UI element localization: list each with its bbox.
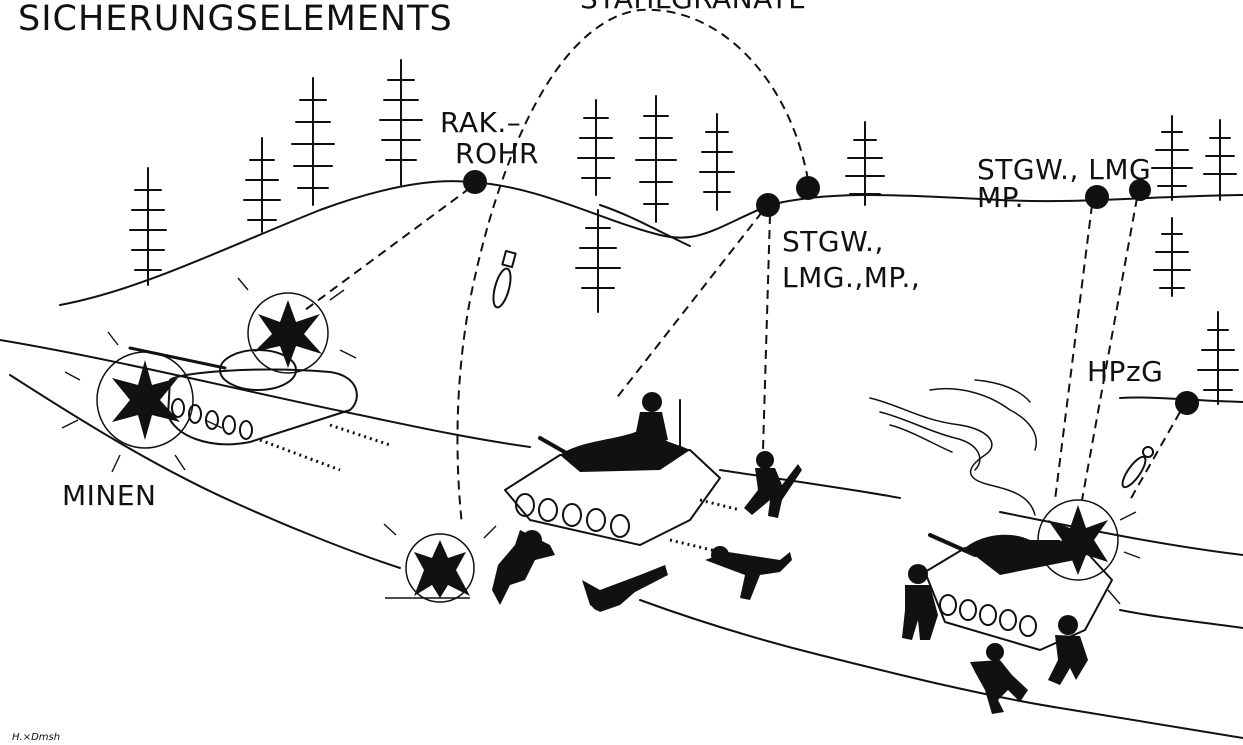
label-stgw-mid-line1: STGW., (782, 225, 884, 258)
tank-left (128, 346, 391, 472)
label-minen: MINEN (62, 479, 157, 512)
tree-5 (577, 99, 615, 196)
label-stgw-right-line2: MP. (977, 181, 1024, 214)
soldier-right-1 (902, 564, 938, 640)
tree-1 (129, 167, 167, 286)
label-stgw-right-line1: STGW., LMG (977, 153, 1151, 186)
fire-line-right-2 (1081, 197, 1138, 501)
soldiers-center (492, 451, 802, 612)
label-rak-line2: ROHR (455, 137, 539, 170)
label-stgw-mid-line2: LMG.,MP., (782, 261, 920, 294)
apc-center-wheels (515, 493, 630, 538)
tree-12 (1153, 217, 1191, 297)
soldier-right-2 (1048, 615, 1088, 685)
apc-right-wheels (939, 594, 1037, 637)
road-upper-edge (0, 339, 1243, 556)
fire-line-right-1 (1054, 204, 1093, 501)
soldier-running-1 (744, 451, 802, 518)
tree-7 (699, 113, 735, 211)
tree-10 (1151, 115, 1193, 201)
fire-line-mid-down (762, 214, 771, 451)
terrain (0, 180, 1243, 739)
fire-line-rak-to-tank (304, 187, 471, 311)
soldier-right-3 (970, 643, 1028, 714)
tree-2 (243, 137, 281, 233)
firing-positions (463, 170, 1199, 415)
soldier-on-apc (628, 392, 668, 460)
title-text: SICHERUNGSELEMENTS (18, 0, 453, 39)
grenade-projectile-right (1121, 446, 1154, 489)
position-right-2 (1129, 179, 1151, 201)
explosion-mine (61, 331, 223, 473)
position-mid-1 (756, 193, 780, 217)
right-road-stub (1119, 609, 1243, 629)
fire-line-mid-to-apc (614, 211, 763, 401)
position-mid-2 (796, 176, 820, 200)
trajectory-high-arc (456, 8, 809, 526)
smoke-plume (869, 379, 1037, 516)
fire-lines (304, 8, 1181, 526)
hill-inner-slope (599, 204, 691, 247)
apc-center (504, 392, 741, 554)
grenade-projectile-left (492, 249, 517, 309)
fire-line-hpzg (1129, 411, 1181, 501)
top-label-fragment: STAHLGRANATE (580, 0, 806, 15)
right-ledge (1119, 396, 1243, 403)
signature: H.×Dmsh (12, 732, 60, 743)
label-hpzg: HPzG (1087, 355, 1163, 388)
tree-4 (379, 59, 423, 186)
tree-13 (1197, 311, 1239, 405)
road-lower-edge (9, 374, 1243, 739)
soldier-falling (492, 530, 555, 605)
position-right-1 (1085, 185, 1109, 209)
tank-left-track-marks (259, 423, 391, 472)
tree-3 (291, 77, 335, 206)
explosion-road-center (383, 523, 497, 603)
position-hpzg (1175, 391, 1199, 415)
label-rak-line1: RAK.– (440, 106, 521, 139)
tree-6 (635, 95, 677, 223)
soldier-diving-1 (705, 546, 792, 600)
soldier-diving-2 (582, 565, 668, 612)
forest (129, 59, 1239, 405)
explosion-right-apc (1037, 499, 1141, 605)
explosion-rak-hit (237, 277, 357, 374)
tree-9 (845, 121, 885, 206)
tree-8 (575, 209, 621, 313)
hill-ridge-line (59, 180, 1243, 306)
soldiers-right (902, 564, 1088, 714)
tree-11 (1203, 119, 1237, 201)
